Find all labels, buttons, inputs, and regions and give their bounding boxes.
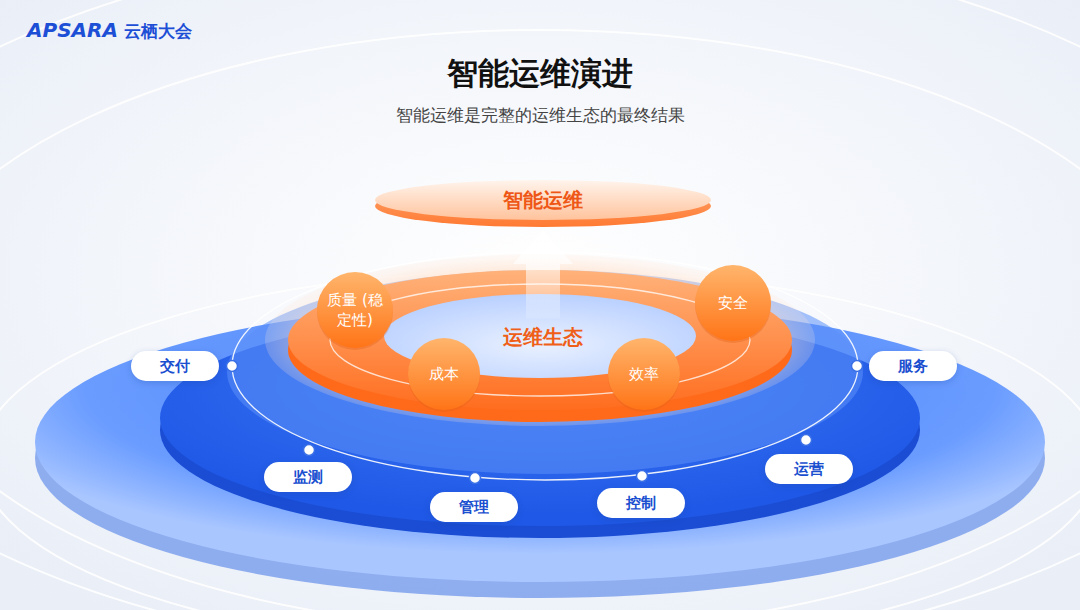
node-text: 智能运维 (503, 187, 583, 214)
ring-dot (227, 361, 238, 372)
goal-disc: 智能运维 (374, 178, 712, 228)
logo-wordmark: APSARA (27, 18, 118, 42)
aspect-circle: 安全 (695, 265, 771, 341)
stage-pill: 交付 (131, 351, 219, 381)
title: 智能运维演进 (447, 53, 633, 95)
evolution-arrow (513, 230, 573, 319)
node-text: 控制 (626, 494, 656, 513)
ring-dot (304, 445, 315, 456)
ecosystem-ring: 运维生态 (497, 321, 589, 354)
logo: APSARA 云栖大会 (27, 18, 192, 43)
stage-pill: 管理 (430, 492, 518, 522)
node-text: 安全 (701, 293, 765, 313)
node-text: 质量 (稳定性) (323, 290, 387, 331)
circle-shape (317, 272, 393, 348)
stage-pill: 监测 (264, 462, 352, 492)
node-text: 监测 (293, 468, 323, 487)
ring-dot (852, 361, 863, 372)
stage-pill: 服务 (869, 351, 957, 381)
stage-pill: 运营 (765, 454, 853, 484)
node-text: 服务 (898, 357, 928, 376)
node-text: 交付 (160, 357, 190, 376)
node-text: 效率 (612, 364, 676, 384)
ring-dot (801, 435, 812, 446)
aspect-circle: 质量 (稳定性) (317, 272, 393, 348)
ring-dot (470, 473, 481, 484)
logo-text: 云栖大会 (124, 20, 192, 43)
node-text: 成本 (412, 364, 476, 384)
node-text: 管理 (459, 498, 489, 517)
node-text: 运维生态 (503, 324, 583, 351)
aspect-circle: 成本 (408, 338, 480, 410)
stage-pill: 控制 (597, 488, 685, 518)
caption: 智能运维是完整的运维生态的最终结果 (396, 104, 685, 127)
aspect-circle: 效率 (608, 338, 680, 410)
ring-dot (637, 471, 648, 482)
node-text: 运营 (794, 460, 824, 479)
